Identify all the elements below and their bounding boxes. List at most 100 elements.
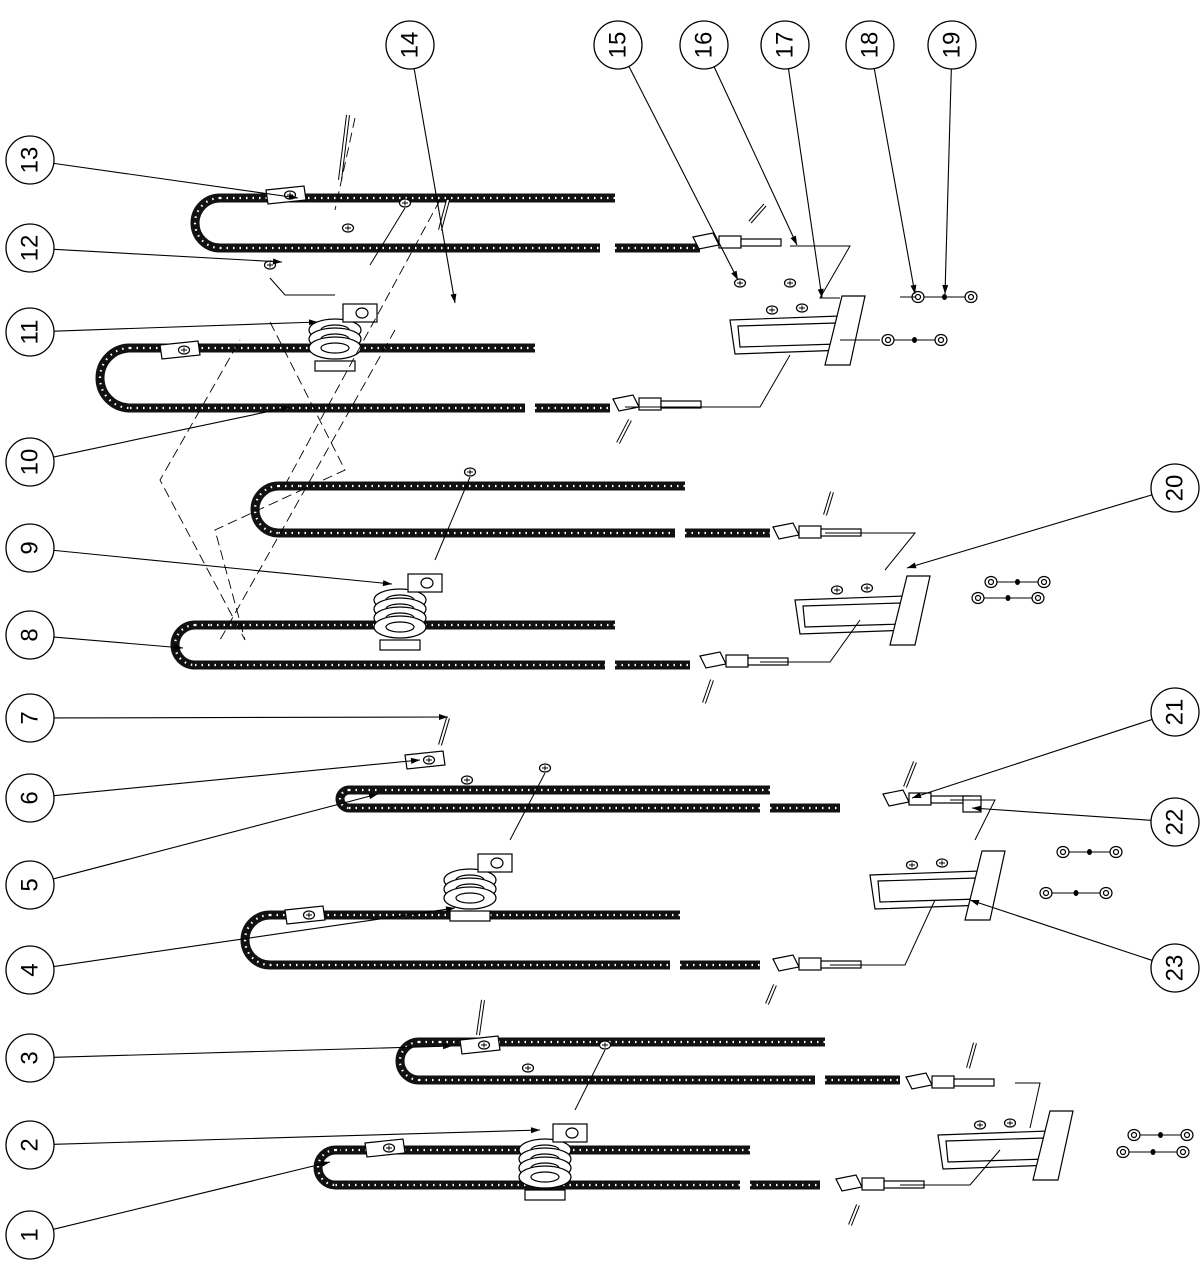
leader-line-12 bbox=[53, 248, 283, 263]
hex-nut-bore bbox=[1040, 578, 1048, 586]
callout-circle bbox=[5, 610, 55, 660]
lock-washer bbox=[1015, 579, 1020, 585]
screw bbox=[935, 858, 949, 868]
hex-nut-bore bbox=[914, 293, 922, 301]
callout-circle bbox=[5, 437, 55, 487]
callout-circle bbox=[1150, 463, 1200, 513]
hex-nut-bore bbox=[1119, 1148, 1127, 1156]
screw-axis bbox=[509, 772, 546, 841]
construction-line bbox=[284, 199, 441, 486]
leader-arrowhead-5 bbox=[368, 793, 378, 800]
chain-links bbox=[316, 1148, 336, 1187]
callout-circle bbox=[5, 945, 55, 995]
angle-bracket bbox=[937, 1110, 1074, 1181]
leader-arrowhead-17 bbox=[817, 288, 824, 298]
callout-circle bbox=[5, 1033, 55, 1083]
chain-band bbox=[240, 910, 271, 970]
callout-20: 20 bbox=[1150, 463, 1200, 513]
threaded-rod bbox=[953, 1078, 995, 1087]
leader-line-17 bbox=[787, 68, 823, 299]
callout-circle bbox=[5, 1120, 55, 1170]
leader-line-22 bbox=[971, 807, 1152, 821]
callout-number: 19 bbox=[939, 32, 966, 59]
assembly-path bbox=[790, 245, 851, 299]
roller-chain bbox=[335, 785, 840, 813]
callout-18: 18 bbox=[845, 20, 895, 70]
callout-3: 3 bbox=[5, 1033, 55, 1083]
chain-connector-link bbox=[905, 1072, 995, 1090]
leader-arrowhead-15 bbox=[731, 270, 738, 280]
screw bbox=[733, 278, 747, 288]
callout-number: 6 bbox=[17, 791, 44, 804]
connector-block bbox=[861, 1177, 885, 1191]
sprocket-assembly bbox=[518, 1123, 588, 1201]
leader-arrowhead-12 bbox=[272, 258, 282, 265]
nut-washer-set bbox=[1116, 1145, 1190, 1159]
leader-line-5 bbox=[53, 793, 379, 880]
chain-band bbox=[95, 343, 131, 413]
callout-number: 12 bbox=[17, 235, 44, 262]
clamp-bore bbox=[490, 857, 504, 869]
nut-washer-set bbox=[1127, 1128, 1194, 1142]
screw bbox=[598, 1040, 612, 1050]
callout-number: 5 bbox=[17, 878, 44, 891]
chain-connector-link bbox=[692, 232, 782, 250]
leader-arrowhead-8 bbox=[173, 644, 183, 651]
callout-circle bbox=[5, 307, 55, 357]
leader-line-1 bbox=[53, 1161, 331, 1230]
callout-4: 4 bbox=[5, 945, 55, 995]
callout-9: 9 bbox=[5, 523, 55, 573]
screw bbox=[463, 467, 477, 477]
connector-block bbox=[798, 525, 822, 539]
chain-connector-link bbox=[612, 394, 702, 412]
roller-chain bbox=[170, 620, 690, 670]
screw bbox=[795, 303, 809, 313]
sprocket-assembly bbox=[443, 853, 513, 922]
bracket-flange bbox=[824, 295, 866, 366]
leader-lines bbox=[53, 66, 1153, 1230]
leader-arrowhead-19 bbox=[942, 284, 949, 294]
callout-circle bbox=[760, 20, 810, 70]
lock-washer bbox=[1073, 890, 1079, 896]
callout-1: 1 bbox=[5, 1210, 55, 1260]
callout-circle bbox=[679, 20, 729, 70]
callout-number: 4 bbox=[17, 963, 44, 976]
callout-11: 11 bbox=[5, 307, 55, 357]
threaded-rod bbox=[740, 238, 782, 247]
chain-connector-link bbox=[699, 651, 789, 669]
callout-number: 16 bbox=[691, 32, 718, 59]
construction-line bbox=[159, 321, 346, 641]
threaded-rod bbox=[660, 400, 702, 409]
leader-line-8 bbox=[53, 636, 184, 649]
hex-nut-bore bbox=[1179, 1148, 1187, 1156]
nut-washer-set bbox=[971, 591, 1045, 605]
callout-circle bbox=[385, 20, 435, 70]
callout-circle bbox=[5, 135, 55, 185]
leader-arrowhead-18 bbox=[910, 284, 917, 294]
chain-links bbox=[338, 788, 350, 810]
leader-arrowhead-7 bbox=[438, 714, 448, 721]
sprocket-base bbox=[449, 910, 491, 922]
connector-block bbox=[931, 1075, 955, 1089]
callout-circle bbox=[1150, 687, 1200, 737]
callout-number: 3 bbox=[17, 1051, 44, 1064]
hex-nut-bore bbox=[1034, 594, 1042, 602]
leader-line-6 bbox=[53, 759, 421, 797]
callout-circle bbox=[5, 523, 55, 573]
chain-connector-link bbox=[835, 1174, 925, 1192]
pin-core bbox=[849, 1204, 859, 1226]
screw bbox=[765, 305, 779, 315]
hex-nut-bore bbox=[1059, 848, 1067, 856]
construction-line bbox=[334, 117, 356, 211]
leader-arrowhead-16 bbox=[790, 235, 797, 245]
leader-line-7 bbox=[53, 716, 449, 719]
leader-line-9 bbox=[53, 549, 393, 585]
callout-circle bbox=[5, 1210, 55, 1260]
callout-22: 22 bbox=[1150, 797, 1200, 847]
leader-arrowhead-23 bbox=[970, 899, 980, 906]
leader-line-14 bbox=[413, 68, 456, 304]
chain-links bbox=[173, 623, 196, 667]
clamp-bore bbox=[355, 307, 369, 319]
hex-nut-bore bbox=[937, 336, 945, 344]
